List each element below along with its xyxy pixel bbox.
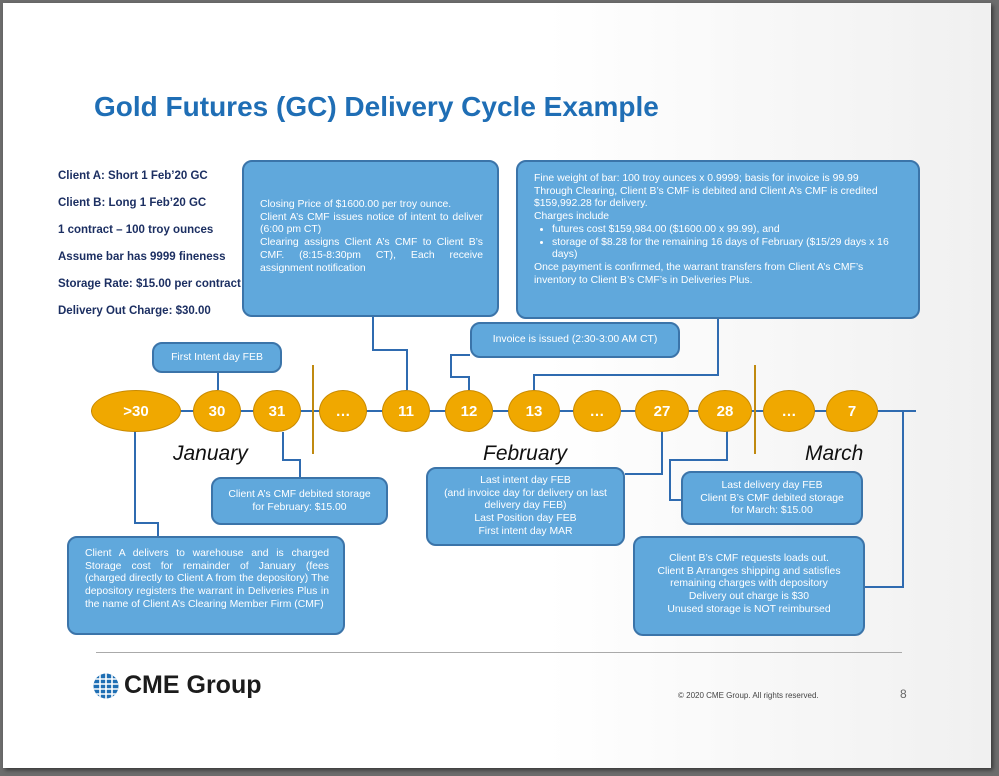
fact-delivery-charge: Delivery Out Charge: $30.00 [58,305,211,317]
loads-out-line: Client B’s CMF requests loads out. [669,553,829,564]
charges-list: futures cost $159,984.00 ($1600.00 x 99.… [534,224,906,262]
storage-february-line-1: Client A’s CMF debited storage [228,489,371,500]
month-label-march: March [805,442,864,465]
closing-price-line: Closing Price of $1600.00 per troy ounce… [260,199,452,210]
storage-february-line-2: for February: $15.00 [252,501,347,513]
storage-february-box: Client A’s CMF debited storage for Febru… [211,477,388,525]
connector-loads-out [863,410,904,588]
shipping-line: Client B Arranges shipping and satisfies… [657,565,841,590]
page-title: Gold Futures (GC) Delivery Cycle Example [94,91,659,122]
timeline-node-27: 27 [635,390,689,432]
march-storage-line-1: Client B’s CMF debited storage [700,492,844,504]
fact-fineness: Assume bar has 9999 fineness [58,251,226,263]
timeline-node-over-30: >30 [91,390,181,432]
timeline-node-ellipsis-3: … [763,390,815,432]
assignment-line: Clearing assigns Client A’s CMF to Clien… [260,237,483,274]
globe-icon [93,673,119,698]
storage-charge-item: storage of $8.28 for the remaining 16 da… [552,237,906,262]
last-position-line: Last Position day FEB [474,513,577,525]
warrant-transfer-line: Once payment is confirmed, the warrant t… [534,261,864,286]
timeline-node-30: 30 [193,390,241,432]
first-intent-text: First Intent day FEB [171,352,263,363]
charges-include-line: Charges include [534,211,610,223]
first-intent-box: First Intent day FEB [152,342,282,373]
connector-closing [372,316,408,390]
march-storage-line-2: for March: $15.00 [731,505,813,517]
slide: Gold Futures (GC) Delivery Cycle Example… [3,3,991,768]
client-a-delivers-text: Client A delivers to warehouse and is ch… [85,548,329,610]
invoice-issued-box: Invoice is issued (2:30-3:00 AM CT) [470,322,680,358]
connector-fine-weight [533,319,719,390]
connector-invoice [450,354,470,390]
footer-divider [96,652,902,653]
fact-client-b: Client B: Long 1 Feb’20 GC [58,197,207,209]
delivery-out-line: Delivery out charge is $30 [688,591,810,603]
fact-contract-size: 1 contract – 100 troy ounces [58,224,214,236]
client-a-delivers-box: Client A delivers to warehouse and is ch… [67,536,345,635]
invoice-day-line: (and invoice day for delivery on last de… [444,487,607,512]
clearing-debit-line: Through Clearing, Client B’s CMF is debi… [534,185,878,210]
fine-weight-line: Fine weight of bar: 100 troy ounces x 0.… [534,173,859,184]
last-intent-line: Last intent day FEB [480,475,571,486]
fact-storage-rate: Storage Rate: $15.00 per contract [58,278,241,290]
first-intent-mar-line: First intent day MAR [478,525,573,537]
timeline-node-ellipsis-1: … [319,390,367,432]
timeline-node-11: 11 [382,390,430,432]
month-label-january: January [173,442,248,465]
copyright-text: © 2020 CME Group. All rights reserved. [678,691,819,700]
timeline-node-31: 31 [253,390,301,432]
logo-text: CME Group [124,671,262,699]
notice-of-intent-line: Client A’s CMF issues notice of intent t… [260,211,483,236]
cme-logo: CME Group [92,671,262,700]
timeline-node-7: 7 [826,390,878,432]
connector-last-intent [625,431,663,475]
timeline-node-ellipsis-2: … [573,390,621,432]
unused-storage-line: Unused storage is NOT reimbursed [667,603,831,615]
closing-price-box: Closing Price of $1600.00 per troy ounce… [242,160,499,317]
timeline-node-12: 12 [445,390,493,432]
timeline-node-28: 28 [698,390,752,432]
timeline-node-13: 13 [508,390,560,432]
fine-weight-box: Fine weight of bar: 100 troy ounces x 0.… [516,160,920,319]
last-intent-box: Last intent day FEB (and invoice day for… [426,467,625,546]
futures-cost-item: futures cost $159,984.00 ($1600.00 x 99.… [552,224,906,237]
assumptions-list: Client A: Short 1 Feb’20 GC Client B: Lo… [58,169,241,331]
last-delivery-box: Last delivery day FEB Client B’s CMF deb… [681,471,863,525]
connector-last-delivery [669,431,728,501]
connector-a-delivers [134,431,159,536]
connector-storage-feb [282,432,301,477]
last-delivery-line: Last delivery day FEB [721,480,823,491]
month-label-february: February [483,442,568,465]
invoice-issued-text: Invoice is issued (2:30-3:00 AM CT) [492,334,658,345]
loads-out-box: Client B’s CMF requests loads out. Clien… [633,536,865,636]
page-number: 8 [900,687,907,701]
fact-client-a: Client A: Short 1 Feb’20 GC [58,170,208,182]
